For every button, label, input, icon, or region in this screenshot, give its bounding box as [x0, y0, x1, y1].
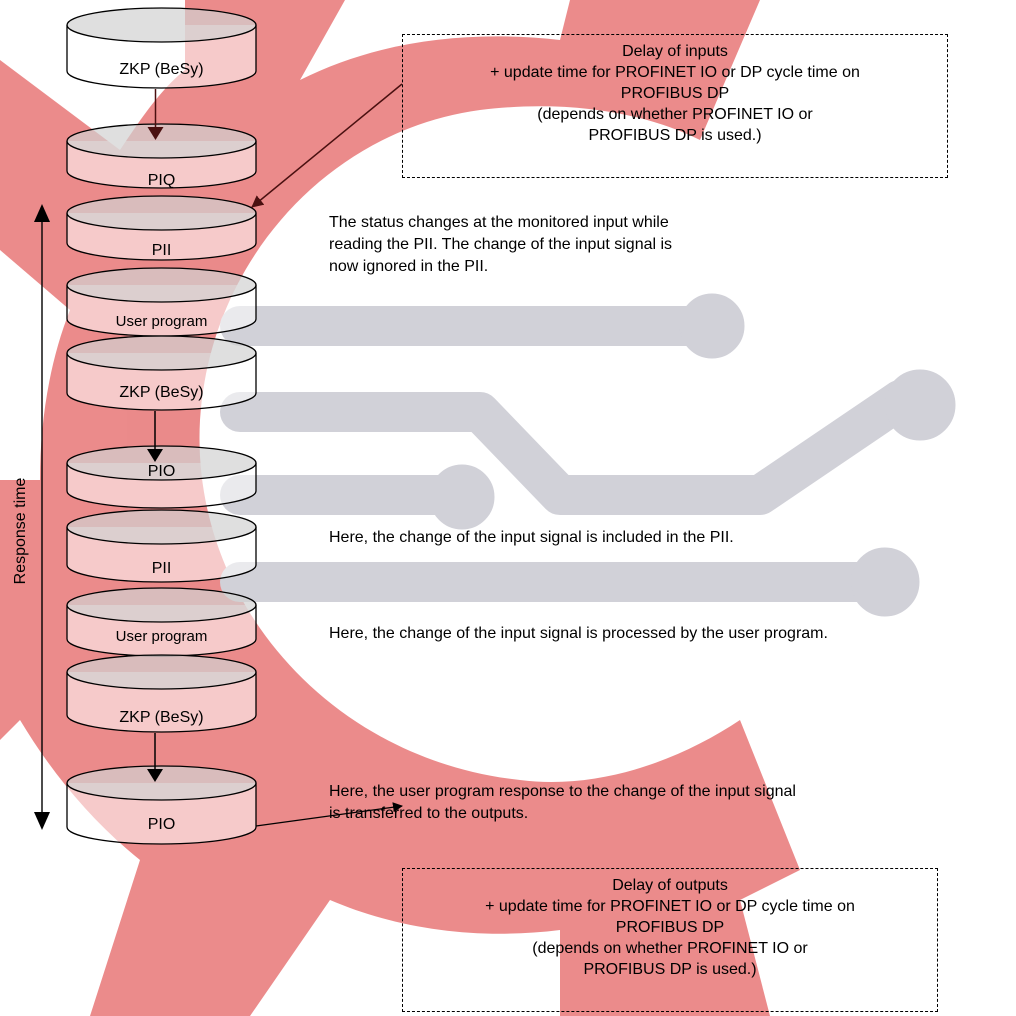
cylinder-label: PIO — [148, 816, 176, 833]
output-delay-box: Delay of outputs + update time for PROFI… — [402, 868, 938, 1012]
response-time-label: Response time — [12, 478, 29, 585]
cylinder-label: ZKP (BeSy) — [119, 61, 203, 78]
transferred-note: Here, the user program response to the c… — [329, 781, 796, 825]
transferred-line: Here, the user program response to the c… — [329, 783, 796, 800]
cylinder-top — [66, 765, 257, 801]
cylinder-top — [66, 654, 257, 690]
output-delay-line: Delay of outputs — [612, 877, 728, 894]
input-delay-line: PROFIBUS DP is used.) — [588, 127, 762, 144]
included-note: Here, the change of the input signal is … — [329, 529, 734, 546]
stack-cylinder-zkp2: ZKP (BeSy) — [66, 335, 257, 411]
stack-cylinder-pio2: PIO — [66, 765, 257, 845]
cylinder-top — [66, 587, 257, 623]
status-change-note: The status changes at the monitored inpu… — [329, 212, 672, 278]
cylinder-label: ZKP (BeSy) — [119, 709, 203, 726]
cylinder-label: PII — [152, 560, 172, 577]
cylinder-top — [66, 445, 257, 481]
output-delay-pointer — [255, 802, 403, 827]
input-delay-line: PROFIBUS DP — [620, 85, 730, 102]
cylinder-top — [66, 195, 257, 231]
cylinder-top — [66, 123, 257, 159]
cylinder-label: PII — [152, 242, 172, 259]
output-delay-line: + update time for PROFINET IO or DP cycl… — [485, 898, 855, 915]
status-change-line: reading the PII. The change of the input… — [329, 236, 673, 253]
cylinder-top — [66, 509, 257, 545]
status-change-line: now ignored in the PII. — [329, 258, 489, 275]
stack-cylinder-pio1: PIO — [66, 445, 257, 509]
flow-arrow-zkp-to-pio-final-head — [147, 769, 163, 782]
output-delay-line: PROFIBUS DP — [615, 919, 725, 936]
cylinder-body — [66, 25, 257, 89]
cylinder-top — [66, 335, 257, 371]
status-change-line: The status changes at the monitored inpu… — [329, 214, 669, 231]
transferred-line: is transferred to the outputs. — [329, 805, 529, 822]
cylinder-label: PIO — [148, 463, 176, 480]
flow-arrow-zkp-to-piq-head — [147, 127, 164, 140]
response-time-arrow-up — [34, 204, 50, 222]
cylinder-label: User program — [116, 313, 208, 330]
input-delay-pointer — [251, 83, 403, 208]
processed-note: Here, the change of the input signal is … — [329, 625, 828, 642]
flow-arrow-zkp-to-pio-head — [147, 449, 163, 462]
stack-cylinder-piq: PIQ — [66, 123, 257, 189]
cylinder-top — [66, 7, 257, 43]
stack-cylinder-pii1: PII — [66, 195, 257, 261]
stack-cylinder-zkp3: ZKP (BeSy) — [66, 654, 257, 733]
stack-cylinder-user1: User program — [66, 267, 257, 337]
stack-cylinder-zkp1: ZKP (BeSy) — [66, 7, 257, 89]
cylinder-label: ZKP (BeSy) — [119, 384, 203, 401]
input-delay-box: Delay of inputs + update time for PROFIN… — [402, 34, 948, 178]
output-delay-line: (depends on whether PROFINET IO or — [532, 940, 808, 957]
stack-cylinder-user2: User program — [66, 587, 257, 657]
output-delay-line: PROFIBUS DP is used.) — [583, 961, 757, 978]
response-time-arrow-down — [34, 812, 50, 830]
watermark-gray-traces — [220, 293, 956, 617]
cylinder-top — [66, 267, 257, 303]
input-delay-line: (depends on whether PROFINET IO or — [537, 106, 813, 123]
cylinder-label: User program — [116, 628, 208, 645]
input-delay-line: + update time for PROFINET IO or DP cycl… — [490, 64, 860, 81]
cylinder-label: PIQ — [148, 172, 176, 189]
stack-cylinder-pii2: PII — [66, 509, 257, 583]
input-delay-line: Delay of inputs — [622, 43, 728, 60]
